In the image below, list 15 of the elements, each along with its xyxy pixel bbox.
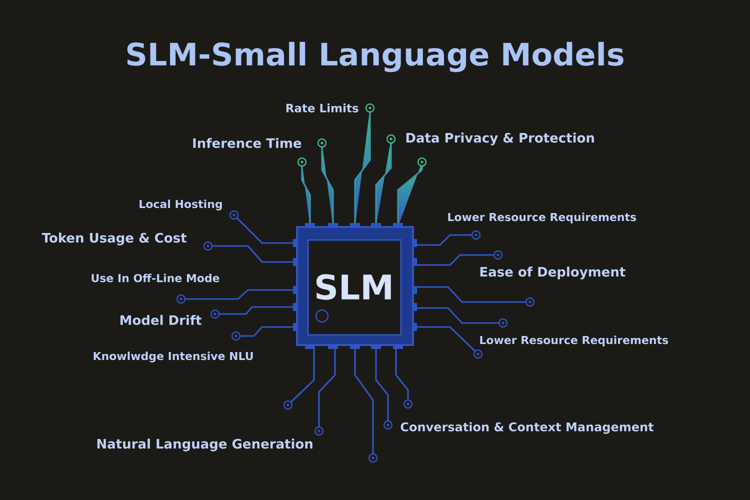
feature-label: Natural Language Generation [97, 438, 312, 452]
feature-label: Token Usage & Cost [42, 232, 186, 246]
feature-label: Rate Limits [286, 104, 358, 112]
feature-label: Lower Resource Requirements [480, 336, 668, 346]
feature-label: Ease of Deployment [480, 266, 626, 280]
feature-label: Model Drift [120, 314, 202, 326]
feature-label: Use In Off-Line Mode [92, 274, 220, 282]
feature-label: Lower Resource Requirements [448, 212, 636, 224]
feature-label: Inference Time [193, 138, 302, 148]
feature-label: Knowlwdge Intensive NLU [94, 352, 253, 362]
chip-box: SLM [296, 226, 414, 346]
feature-label: Data Privacy & Protection [406, 132, 594, 146]
feature-label: Conversation & Context Management [400, 422, 654, 434]
feature-label: Local Hosting [140, 200, 222, 210]
title: SLM-Small Language Models [127, 42, 624, 72]
